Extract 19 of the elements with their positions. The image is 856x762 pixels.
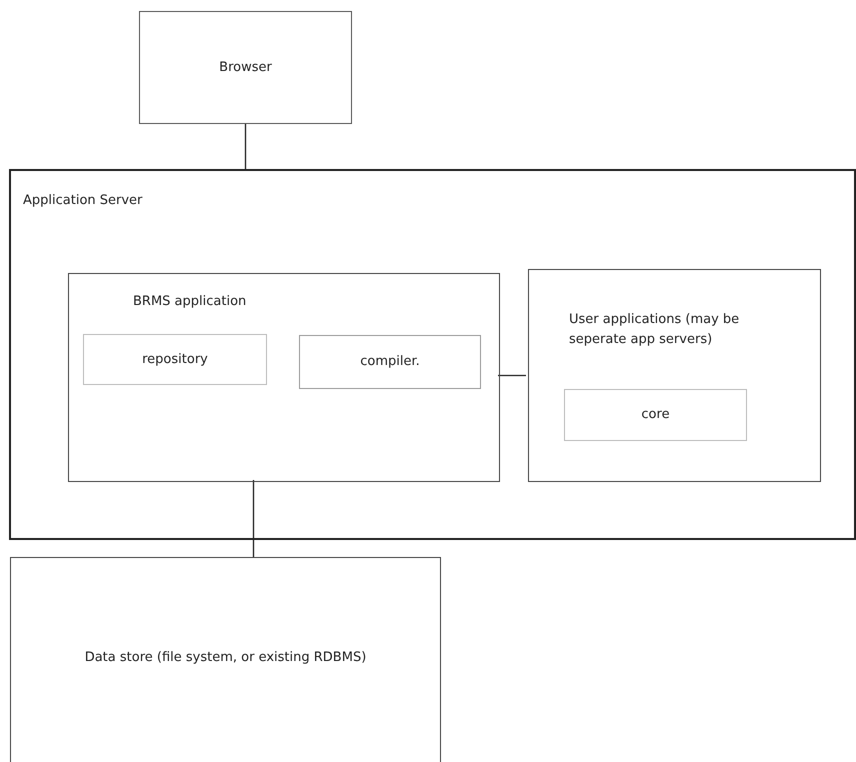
- component-box: [299, 335, 481, 389]
- node-label: BRMS application: [133, 294, 246, 309]
- node-label: User applications (may be seperate app servers): [569, 312, 740, 347]
- connector-line: [498, 374, 526, 376]
- application-container: [528, 269, 821, 482]
- node-label: repository: [142, 350, 208, 369]
- connector-line: [244, 124, 246, 169]
- node-label: Application Server: [23, 193, 142, 208]
- browser-box: [139, 11, 352, 124]
- component-box: [83, 334, 267, 385]
- node-label: compiler.: [360, 353, 420, 372]
- node-label: Data store (file system, or existing RDBMS): [84, 649, 366, 667]
- server-container: [9, 169, 856, 540]
- connector-line: [252, 480, 254, 557]
- node-label: Browser: [219, 58, 272, 77]
- node-label: core: [641, 406, 670, 424]
- component-box: [564, 389, 747, 441]
- application-container: [68, 273, 500, 482]
- datastore-box: [10, 557, 441, 762]
